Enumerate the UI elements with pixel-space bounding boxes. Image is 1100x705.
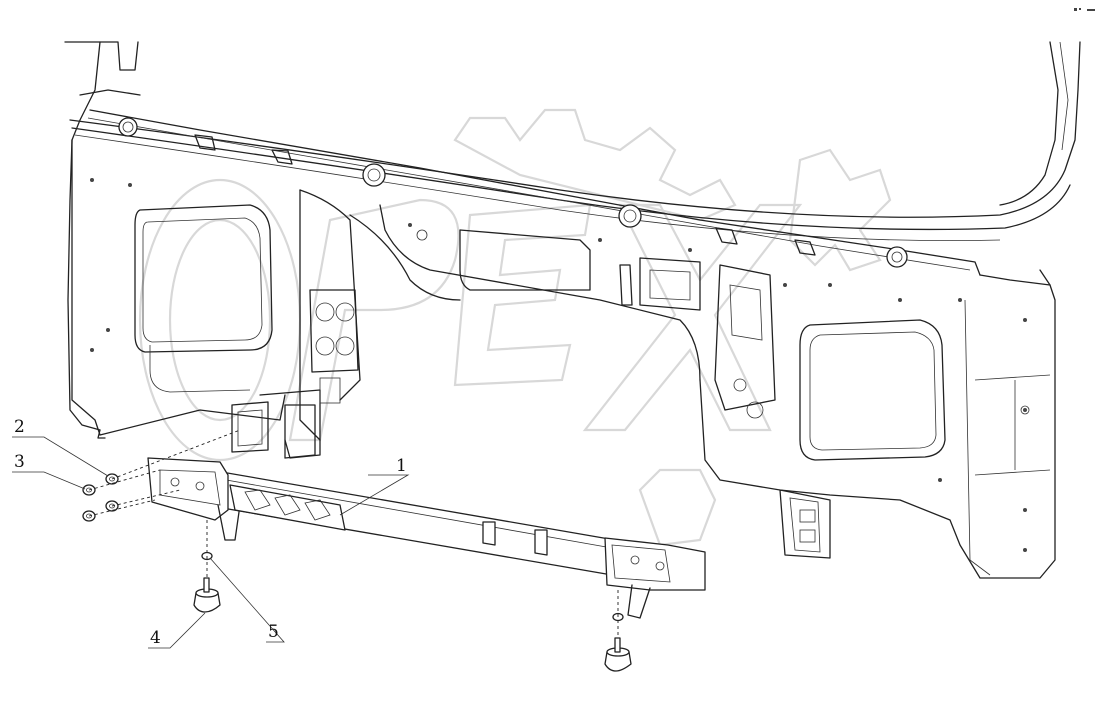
crossmember-beam <box>147 457 706 619</box>
assembly-lines <box>88 429 619 638</box>
nuts <box>82 473 119 522</box>
rubber-mounts <box>193 551 632 672</box>
callout-5: 5 <box>268 622 279 642</box>
callout-4: 4 <box>150 628 161 648</box>
watermark <box>138 108 892 547</box>
leader-lines <box>12 436 410 649</box>
callout-1: 1 <box>396 456 407 476</box>
cab-rear-panel <box>64 41 1081 579</box>
callout-2: 2 <box>14 417 25 437</box>
corner-mark <box>1074 8 1095 11</box>
callout-3: 3 <box>14 452 25 472</box>
